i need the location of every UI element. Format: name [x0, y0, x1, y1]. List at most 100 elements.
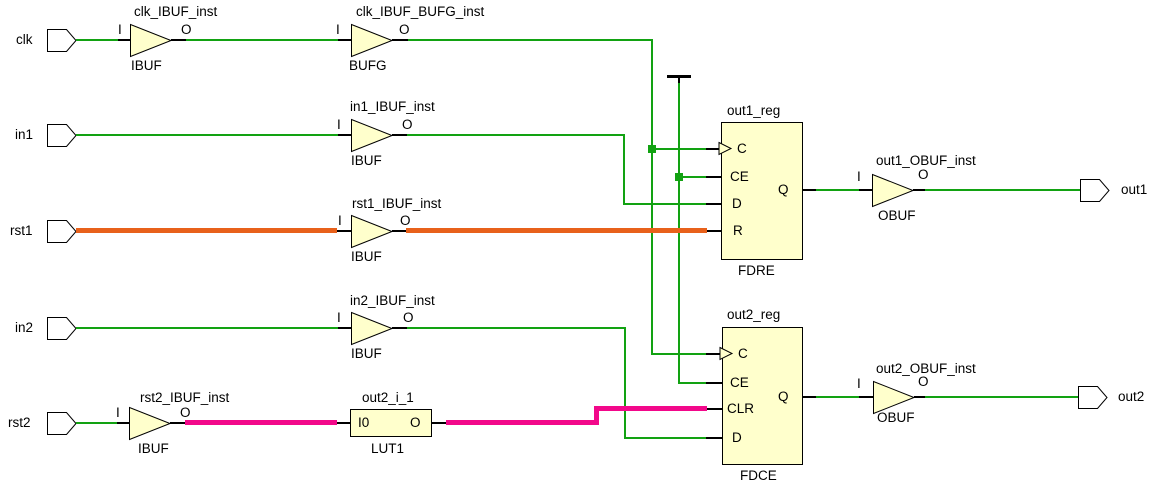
pin-stub [338, 327, 351, 329]
port-label-rst1: rst1 [10, 223, 33, 238]
port-label-clk: clk [16, 32, 33, 47]
fdce-pin-d: D [732, 430, 742, 445]
input-port-clk[interactable] [47, 29, 77, 52]
pin-stub [706, 176, 721, 178]
net-in1[interactable] [76, 134, 338, 136]
clk-ibuf-pin-i: I [118, 22, 122, 37]
pin-stub [859, 396, 873, 398]
input-port-in1[interactable] [47, 124, 77, 147]
cell-rst1-ibuf[interactable] [351, 214, 394, 249]
pin-stub [803, 189, 816, 191]
label-clk-ibuf-instance: clk_IBUF_inst [134, 4, 218, 19]
in2-ibuf-pin-o: O [403, 310, 414, 325]
net-rst2[interactable] [76, 422, 117, 424]
cell-out2-lut[interactable] [350, 409, 432, 437]
net-out1-q[interactable] [816, 189, 859, 191]
pin-stub [338, 134, 351, 136]
pin-stub [392, 39, 408, 41]
net-in1-ibuf[interactable] [407, 134, 625, 136]
label-in2-ibuf-instance: in2_IBUF_inst [350, 293, 435, 308]
net-in1-to-fdre-d[interactable] [623, 203, 706, 205]
net-rst1-ibuf-highlighted[interactable] [406, 228, 707, 233]
port-label-rst2: rst2 [8, 415, 31, 430]
rst2-ibuf-pin-i: I [116, 405, 120, 420]
label-out1-obuf-instance: out1_OBUF_inst [876, 153, 976, 168]
pin-stub [707, 408, 722, 410]
junction-const1-fdre-ce [675, 173, 683, 181]
input-port-in2[interactable] [47, 317, 77, 340]
label-out2-reg-instance: out2_reg [727, 307, 781, 322]
net-clk-ibuf[interactable] [186, 39, 338, 41]
pin-stub [914, 396, 925, 398]
in2-ibuf-pin-i: I [337, 310, 341, 325]
pin-stub [859, 189, 872, 191]
input-port-rst2[interactable] [47, 412, 77, 435]
pin-stub [706, 203, 721, 205]
output-port-out2[interactable] [1078, 386, 1108, 409]
pin-stub [338, 39, 351, 41]
cell-rst2-ibuf[interactable] [129, 406, 172, 441]
net-out2-obuf[interactable] [925, 396, 1078, 398]
cell-out2-obuf[interactable] [873, 380, 916, 415]
net-in2-ibuf-vertical[interactable] [624, 327, 626, 439]
label-out1-reg-instance: out1_reg [727, 103, 781, 118]
cell-out1-reg[interactable] [721, 122, 803, 260]
net-out2-lut-highlighted-vertical[interactable] [594, 406, 599, 425]
port-label-in2: in2 [15, 320, 34, 335]
cell-clk-ibuf[interactable] [130, 23, 173, 58]
pin-stub [706, 437, 722, 439]
cell-out2-reg[interactable] [722, 327, 803, 465]
cell-clk-bufg[interactable] [351, 23, 394, 58]
pin-stub [706, 382, 722, 384]
net-rst2-ibuf-highlighted[interactable] [185, 420, 337, 425]
out1-obuf-pin-i: I [857, 169, 861, 184]
net-const1-vertical[interactable] [678, 82, 680, 384]
clk-bufg-pin-i: I [336, 22, 340, 37]
rst1-ibuf-pin-i: I [338, 213, 342, 228]
junction-clk-fdre-c [648, 145, 656, 153]
fdce-pin-q: Q [778, 389, 789, 404]
cell-in1-ibuf[interactable] [351, 118, 394, 153]
label-out2-lut-type: LUT1 [371, 441, 405, 456]
pin-stub [170, 422, 185, 424]
pin-stub [171, 39, 186, 41]
const1-symbol[interactable] [667, 75, 691, 78]
pin-stub [118, 39, 130, 41]
net-rst1-highlighted[interactable] [76, 228, 337, 233]
net-const1-to-fdce-ce[interactable] [679, 382, 706, 384]
label-in1-ibuf-instance: in1_IBUF_inst [350, 99, 435, 114]
net-out2-lut-highlighted-b[interactable] [594, 406, 707, 411]
label-in2-ibuf-type: IBUF [351, 346, 382, 361]
net-in1-ibuf-vertical[interactable] [623, 134, 625, 205]
cell-out1-obuf[interactable] [872, 173, 915, 208]
net-out2-q[interactable] [816, 396, 859, 398]
net-in2-ibuf[interactable] [407, 327, 626, 329]
lut-pin-i0: I0 [358, 415, 370, 430]
net-out1-obuf[interactable] [925, 189, 1080, 191]
net-in2[interactable] [76, 327, 338, 329]
label-rst2-ibuf-instance: rst2_IBUF_inst [140, 390, 230, 405]
label-clk-bufg-instance: clk_IBUF_BUFG_inst [356, 4, 485, 19]
net-clk-bufg[interactable] [408, 39, 652, 41]
pin-stub [707, 230, 721, 232]
out1-obuf-pin-o: O [918, 167, 929, 182]
clk-bufg-pin-o: O [399, 22, 410, 37]
lut-pin-o: O [410, 415, 421, 430]
in1-ibuf-pin-i: I [337, 117, 341, 132]
label-rst1-ibuf-type: IBUF [351, 249, 382, 264]
net-clk[interactable] [76, 39, 118, 41]
net-in2-to-fdce-d[interactable] [624, 437, 706, 439]
input-port-rst1[interactable] [47, 220, 77, 243]
net-out2-lut-highlighted-a[interactable] [446, 420, 599, 425]
label-in1-ibuf-type: IBUF [351, 153, 382, 168]
net-clk-bufg-vertical[interactable] [651, 39, 653, 355]
pin-stub [706, 353, 720, 355]
label-out2-lut-instance: out2_i_1 [362, 390, 414, 405]
port-label-out1: out1 [1121, 182, 1148, 197]
fdce-pin-ce: CE [730, 375, 749, 390]
pin-stub [706, 148, 720, 150]
output-port-out1[interactable] [1080, 179, 1110, 202]
net-const1-to-fdre-ce[interactable] [679, 176, 706, 178]
cell-in2-ibuf[interactable] [351, 311, 394, 346]
